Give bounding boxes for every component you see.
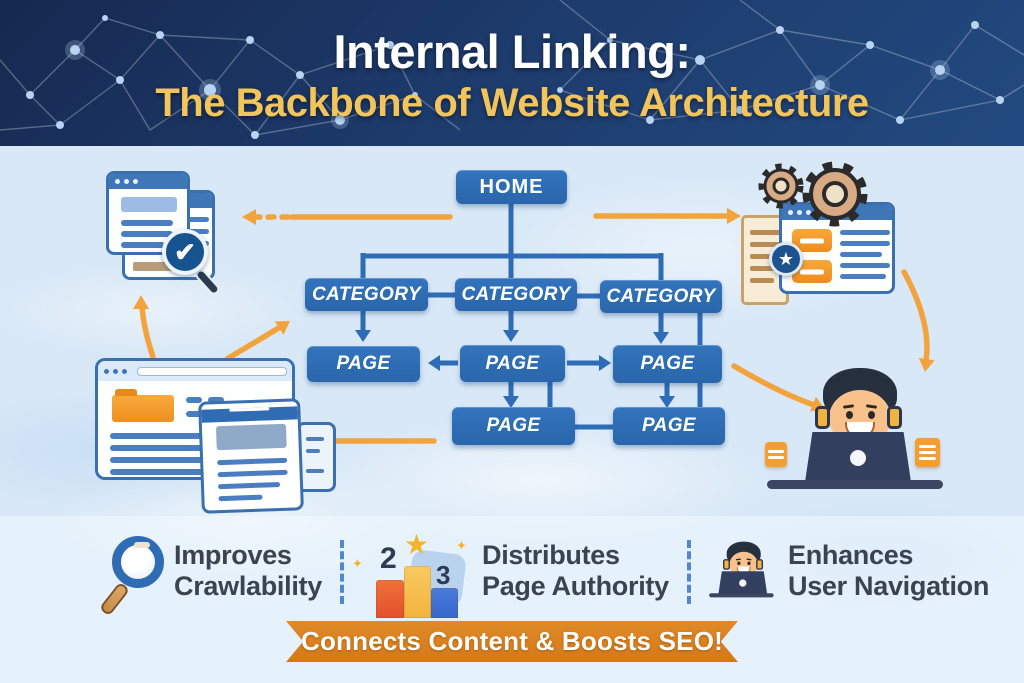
character-illustration: [765, 360, 945, 495]
benefit-3-label: Enhances User Navigation: [788, 540, 989, 602]
star-icon: ★: [404, 529, 430, 560]
magnifier-icon: [98, 534, 178, 618]
speech-card-icon: [765, 442, 787, 467]
benefit-2-line2: Page Authority: [482, 571, 669, 601]
podium-icon: ★ 2 3 ✦ ✦: [352, 529, 468, 622]
benefit-2-label: Distributes Page Authority: [482, 540, 669, 602]
node-category-1: CATEGORY: [305, 278, 428, 311]
node-category-2: CATEGORY: [455, 278, 577, 311]
benefit-1-line1: Improves: [174, 540, 292, 570]
check-badge-icon: ✔: [162, 229, 208, 275]
ribbon-text: Connects Content & Boosts SEO!: [300, 626, 723, 656]
benefit-2-line1: Distributes: [482, 540, 620, 570]
node-category-3: CATEGORY: [600, 280, 722, 313]
node-page-4: PAGE: [452, 407, 575, 445]
content-pages-illustration: [88, 352, 338, 514]
rank-2: 2: [380, 542, 397, 575]
headphones-icon: [815, 406, 830, 429]
page-subtitle: The Backbone of Website Architecture: [155, 81, 869, 125]
desk: [767, 480, 943, 489]
user-headset-icon: [700, 538, 783, 600]
divider: [340, 540, 344, 604]
laptop-logo-icon: [850, 450, 866, 466]
check-icon: ✔: [174, 236, 196, 267]
gear-icon: [758, 161, 868, 227]
sparkle-icon: ✦: [456, 538, 467, 553]
button-card-icon: [792, 260, 832, 283]
folder-icon: [112, 389, 174, 422]
node-page-3: PAGE: [613, 345, 722, 383]
benefit-1-label: Improves Crawlability: [174, 540, 322, 602]
star-icon: ★: [777, 248, 795, 269]
benefit-3-line1: Enhances: [788, 540, 914, 570]
speech-card-icon: [915, 438, 940, 467]
network-pattern-icon: [0, 0, 1024, 139]
document-card-icon: [198, 398, 304, 514]
node-page-5: PAGE: [613, 407, 725, 445]
sparkle-icon: ✦: [352, 556, 363, 571]
divider: [687, 540, 691, 604]
rank-3: 3: [436, 560, 451, 590]
node-home: HOME: [456, 170, 567, 204]
node-page-2: PAGE: [460, 345, 565, 382]
node-page-1: PAGE: [307, 346, 420, 382]
site-settings-illustration: ★: [733, 158, 903, 308]
button-card-icon: [792, 229, 832, 252]
benefit-3-line2: User Navigation: [788, 571, 990, 601]
benefit-1-line2: Crawlability: [174, 571, 322, 601]
header-banner: Internal Linking: The Backbone of Websit…: [0, 0, 1024, 146]
headphones-icon: [887, 406, 902, 429]
page-title: Internal Linking:: [333, 25, 691, 78]
star-badge-icon: ★: [769, 242, 803, 276]
seo-ribbon: Connects Content & Boosts SEO!: [286, 621, 738, 662]
crawl-pages-illustration: ✔: [90, 165, 250, 300]
